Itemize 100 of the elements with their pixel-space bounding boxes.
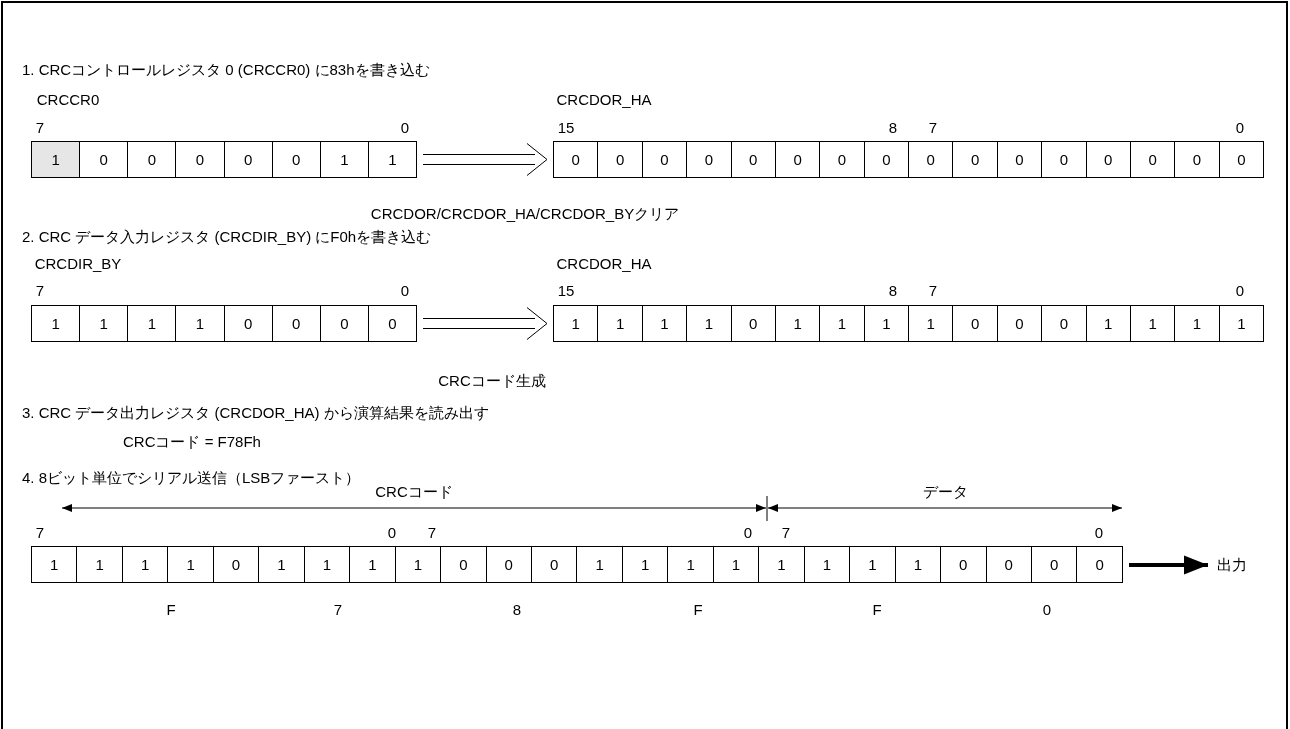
bit-value: 0 <box>1174 142 1219 177</box>
bit-value: 1 <box>863 306 908 341</box>
bit-value: 0 <box>271 142 320 177</box>
bit-value: 0 <box>223 142 272 177</box>
bit-value: 0 <box>1041 142 1086 177</box>
bit-value: 0 <box>271 306 320 341</box>
bit-value: 0 <box>940 547 986 582</box>
bit-value: 1 <box>319 142 368 177</box>
bit-value: 0 <box>597 142 642 177</box>
bit-value: 0 <box>1076 547 1122 582</box>
span-label: データ <box>922 483 968 501</box>
bit-value: 0 <box>686 142 731 177</box>
note-text: CRCDOR/CRCDOR_HA/CRCDOR_BYクリア <box>370 205 680 223</box>
register-bar <box>31 305 417 342</box>
register-name: CRCDIR_BY <box>34 255 122 273</box>
bit-number: 0 <box>1094 524 1104 542</box>
bit-number: 7 <box>427 524 437 542</box>
bit-value: 1 <box>570 314 581 334</box>
bit-value: 0 <box>1218 142 1263 177</box>
bit-value: 0 <box>1041 306 1086 341</box>
bit-number: 8 <box>512 601 522 619</box>
bit-value: 1 <box>127 306 176 341</box>
bit-value: 0 <box>223 306 272 341</box>
bit-value: 1 <box>76 547 122 582</box>
bit-value: 1 <box>908 306 953 341</box>
note-text: CRCコード生成 <box>438 372 546 390</box>
bit-value: 1 <box>394 547 441 582</box>
bit-value: 0 <box>985 547 1031 582</box>
register-bar <box>553 305 1264 342</box>
bit-value: 1 <box>758 547 804 582</box>
bit-value: 1 <box>712 547 759 582</box>
double-line-arrow <box>422 307 548 340</box>
register-bar <box>553 141 1264 178</box>
bit-value: 0 <box>996 142 1042 177</box>
bit-value: 0 <box>212 547 259 582</box>
bit-value: 0 <box>819 142 864 177</box>
bit-value: 0 <box>319 306 368 341</box>
bit-value: 0 <box>1030 547 1077 582</box>
bit-value: 1 <box>303 547 350 582</box>
bit-value: 1 <box>597 306 642 341</box>
bit-number: 8 <box>888 282 898 300</box>
bit-value: 1 <box>1085 306 1130 341</box>
bit-value: 1 <box>774 306 820 341</box>
register-bar <box>31 546 1123 583</box>
bit-value: 0 <box>570 150 581 170</box>
bit-value: 1 <box>367 142 416 177</box>
bit-value: 0 <box>1129 142 1175 177</box>
bit-value: 0 <box>440 547 486 582</box>
bit-number: 0 <box>400 119 410 137</box>
bit-value: 0 <box>908 142 953 177</box>
bit-value: 1 <box>819 306 864 341</box>
bit-number: F <box>693 601 703 619</box>
bit-value: 1 <box>849 547 895 582</box>
bit-value: 1 <box>894 547 941 582</box>
bit-value: 0 <box>730 306 775 341</box>
bit-value: 1 <box>32 142 80 177</box>
bit-number: 7 <box>35 282 45 300</box>
bit-value: 0 <box>996 306 1042 341</box>
bit-number: 0 <box>1235 119 1245 137</box>
bit-value: 1 <box>50 314 61 334</box>
bit-number: 7 <box>35 119 45 137</box>
bit-value: 1 <box>1218 306 1263 341</box>
bit-value: 1 <box>79 306 128 341</box>
bit-value: 1 <box>621 547 668 582</box>
bit-value: 0 <box>367 306 416 341</box>
bit-value: 1 <box>667 547 713 582</box>
bit-value: 0 <box>175 142 224 177</box>
bit-value: 1 <box>641 306 687 341</box>
step-heading: 4. 8ビット単位でシリアル送信（LSBファースト） <box>22 469 361 487</box>
bit-value: 1 <box>349 547 395 582</box>
bit-number: F <box>166 601 176 619</box>
bit-value: 1 <box>258 547 304 582</box>
bit-number: 7 <box>35 524 45 542</box>
bit-number: 15 <box>557 119 575 137</box>
span-label: CRCコード <box>375 483 453 501</box>
bit-number: 8 <box>888 119 898 137</box>
bit-value: 1 <box>167 547 213 582</box>
bit-number: 0 <box>400 282 410 300</box>
result-text: CRCコード = F78Fh <box>123 433 261 451</box>
bit-value: 1 <box>121 547 168 582</box>
bit-value: 0 <box>531 547 577 582</box>
bit-value: 0 <box>952 142 997 177</box>
step-heading: 2. CRC データ入力レジスタ (CRCDIR_BY) にF0hを書き込む <box>22 228 432 246</box>
bit-value: 0 <box>127 142 176 177</box>
bit-number: 0 <box>387 524 397 542</box>
bit-value: 0 <box>485 547 531 582</box>
bit-value: 0 <box>774 142 820 177</box>
bit-value: 1 <box>49 555 60 575</box>
bit-value: 1 <box>803 547 850 582</box>
bit-number: 7 <box>928 282 938 300</box>
bit-value: 1 <box>175 306 224 341</box>
bit-number: F <box>872 601 882 619</box>
bit-value: 1 <box>576 547 622 582</box>
bit-value: 1 <box>686 306 731 341</box>
bit-value: 1 <box>1129 306 1175 341</box>
register-name: CRCDOR_HA <box>556 91 652 109</box>
bit-value: 0 <box>952 306 997 341</box>
step-heading: 3. CRC データ出力レジスタ (CRCDOR_HA) から演算結果を読み出す <box>22 404 489 422</box>
register-name: CRCCR0 <box>36 91 100 109</box>
bit-value: 0 <box>641 142 687 177</box>
